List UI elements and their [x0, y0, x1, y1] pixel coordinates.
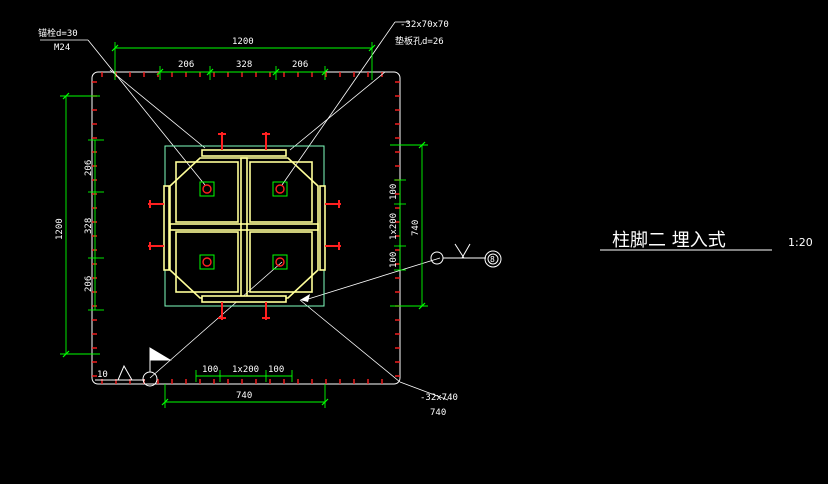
- anchor-studs: [148, 132, 341, 320]
- column-plate: [163, 149, 326, 303]
- concrete-outline: [91, 71, 401, 385]
- callout-plate-size: -32x740: [420, 393, 458, 403]
- section-mark-number: 8: [490, 255, 495, 264]
- dim-left-overall: 1200: [55, 218, 65, 240]
- dim-bottom-seg-1: 100: [202, 365, 218, 375]
- drawing-scale: 1:20: [788, 236, 813, 249]
- dim-right-seg-3: 100: [389, 252, 399, 268]
- dim-top-seg-2: 328: [236, 60, 252, 70]
- dim-top-overall: 1200: [232, 37, 254, 47]
- dim-right-overall: 740: [411, 220, 421, 236]
- anchor-bolt: [199, 181, 215, 197]
- dimension-lines: [60, 42, 428, 408]
- dim-left-seg-3: 206: [84, 276, 94, 292]
- dim-right-seg-1: 100: [389, 184, 399, 200]
- anchor-bolt: [272, 254, 288, 270]
- level-mark-text: 10: [97, 370, 108, 380]
- outline-hatch: [92, 72, 400, 384]
- callout-washer-size: -32x70x70: [400, 20, 449, 30]
- dim-top-seg-1: 206: [178, 60, 194, 70]
- anchor-bolt: [272, 181, 288, 197]
- anchor-bolt: [199, 254, 215, 270]
- anchor-bolts: [199, 181, 288, 270]
- dim-left-seg-1: 206: [84, 160, 94, 176]
- callout-plate-length: 740: [430, 408, 446, 418]
- drawing-title: 柱脚二 埋入式: [612, 230, 726, 251]
- leader-lines: [40, 21, 449, 401]
- callout-anchor-size: M24: [54, 43, 70, 53]
- leader-arrows: [300, 294, 310, 302]
- dim-right-seg-2: 1x200: [389, 213, 399, 240]
- dimension-ticks: [62, 44, 426, 406]
- level-marker: [95, 347, 172, 387]
- dim-top-seg-3: 206: [292, 60, 308, 70]
- section-marker: [430, 243, 502, 268]
- dim-bottom-seg-2: 1x200: [232, 365, 259, 375]
- callout-washer-hole: 垫板孔d=26: [395, 35, 444, 47]
- dim-left-seg-2: 328: [84, 218, 94, 234]
- dim-bottom-overall: 740: [236, 391, 252, 401]
- dim-bottom-seg-3: 100: [268, 365, 284, 375]
- callout-anchor-text: 锚栓d=30: [38, 27, 78, 39]
